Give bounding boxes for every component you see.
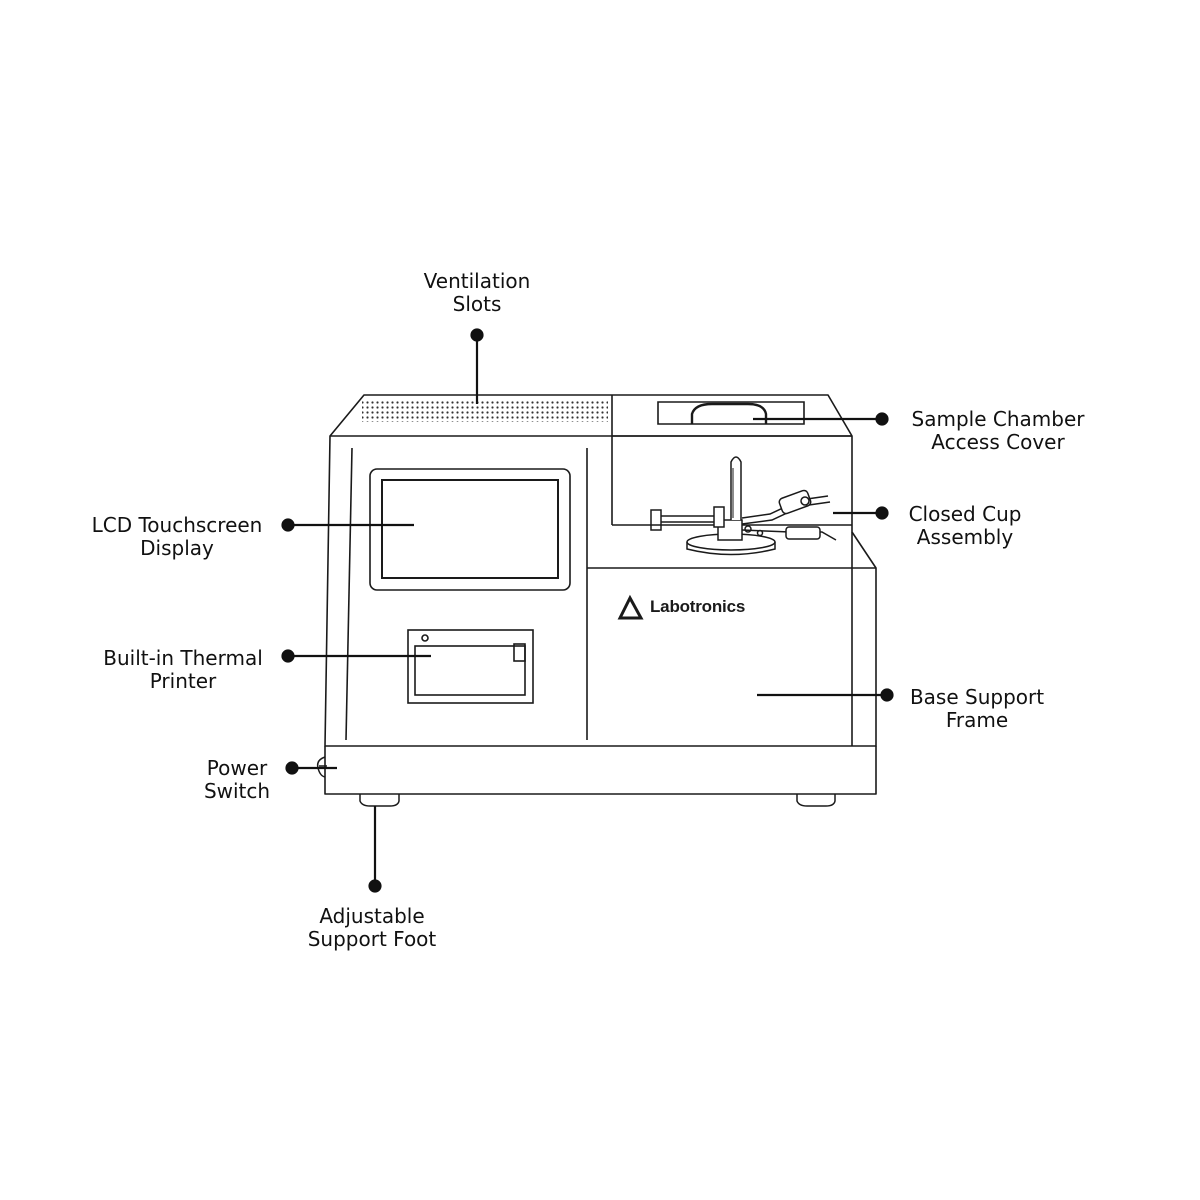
callout-thermal-printer: Built-in Thermal Printer (78, 647, 288, 693)
callout-line: Sample Chamber (911, 407, 1085, 431)
lcd-display (369, 468, 571, 591)
callout-line: Base Support (909, 685, 1045, 709)
callout-line: Display (140, 536, 214, 560)
callout-line: Closed Cup (908, 502, 1022, 526)
access-cover (657, 401, 805, 425)
callout-line: Ventilation (423, 269, 531, 293)
callout-leaders (281, 328, 894, 893)
callout-line: Access Cover (931, 430, 1065, 454)
closed-cup-assembly (650, 456, 837, 556)
callout-access-cover: Sample Chamber Access Cover (893, 408, 1103, 454)
ventilation-slots (362, 400, 608, 422)
callout-line: Adjustable (319, 904, 425, 928)
callout-power-switch: Power Switch (187, 757, 287, 803)
thermal-printer (407, 629, 534, 704)
callout-line: Slots (452, 292, 502, 316)
callout-line: Support Foot (307, 927, 437, 951)
brand-name: Labotronics (650, 597, 746, 616)
callout-line: LCD Touchscreen (91, 513, 263, 537)
callout-line: Power (206, 756, 268, 780)
callout-ventilation-slots: Ventilation Slots (377, 270, 577, 316)
brand-logo: Labotronics (618, 594, 745, 620)
instrument-body (324, 394, 877, 795)
callout-line: Assembly (916, 525, 1014, 549)
callout-line: Switch (203, 779, 271, 803)
callout-line: Printer (149, 669, 217, 693)
callout-base-frame: Base Support Frame (887, 686, 1067, 732)
callout-lcd-display: LCD Touchscreen Display (72, 514, 282, 560)
callout-closed-cup: Closed Cup Assembly (880, 503, 1050, 549)
callout-line: Built-in Thermal (103, 646, 263, 670)
support-feet (359, 794, 836, 807)
callout-support-foot: Adjustable Support Foot (272, 905, 472, 951)
callout-line: Frame (945, 708, 1009, 732)
brand-logo-icon (617, 594, 644, 620)
